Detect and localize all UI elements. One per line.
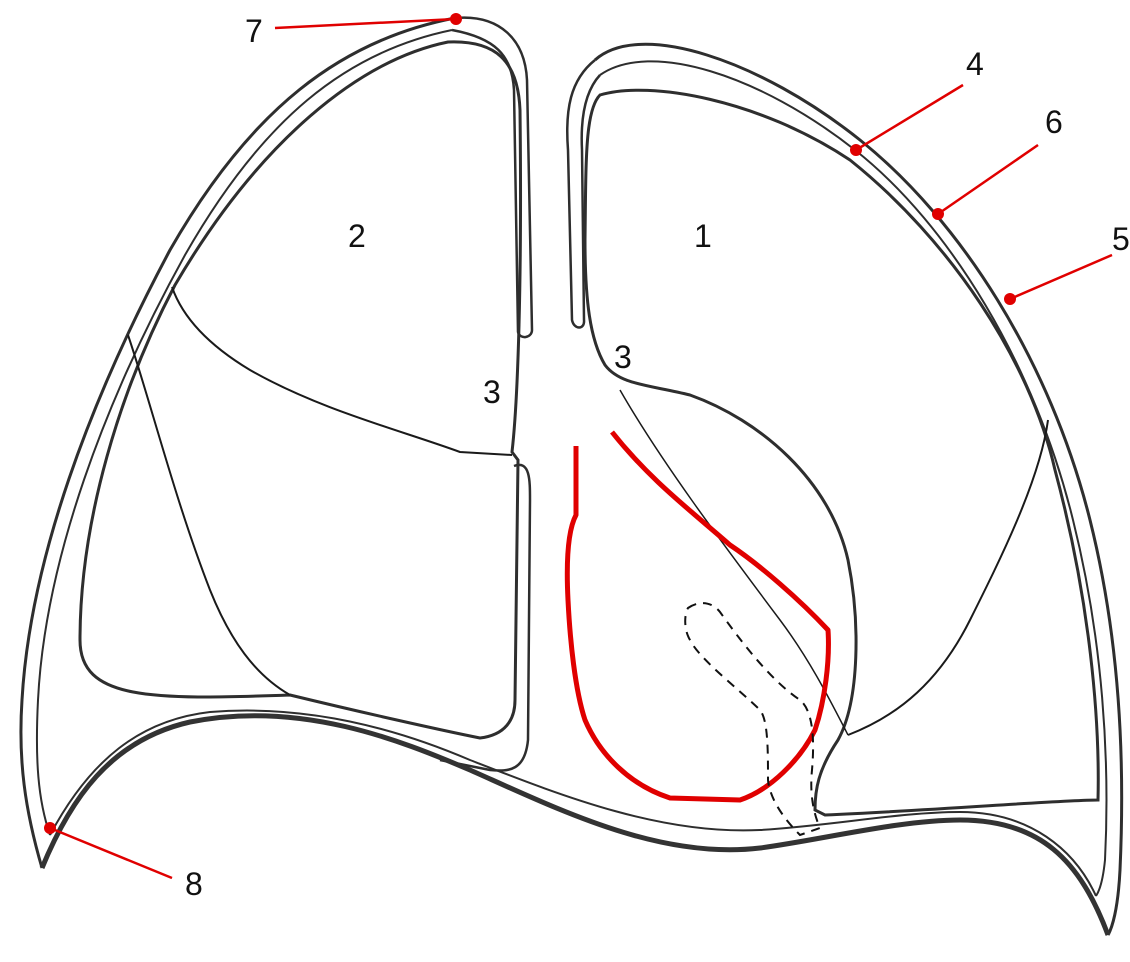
label-2: 2: [348, 218, 366, 254]
left-oblique-fissure: [128, 335, 290, 695]
label-6: 6: [1045, 104, 1063, 140]
label-3-right: 3: [614, 339, 632, 375]
pointer-line-5: [1010, 255, 1112, 299]
left-horizontal-fissure: [172, 287, 512, 455]
right-lung-outline: [585, 90, 1098, 815]
label-7: 7: [245, 13, 263, 49]
diaphragm-inner: [50, 711, 1096, 896]
right-oblique-fissure-thin: [620, 390, 848, 735]
pointer-dot-7: [450, 13, 462, 25]
pointer-dot-8: [44, 822, 56, 834]
pointer-line-8: [50, 828, 172, 878]
label-4: 4: [966, 46, 984, 82]
right-lower-fissure: [848, 420, 1048, 735]
pointer-line-6: [938, 145, 1038, 214]
label-5: 5: [1112, 221, 1130, 257]
label-3-left: 3: [483, 374, 501, 410]
diaphragm-curve: [42, 716, 1108, 935]
label-1: 1: [694, 218, 712, 254]
pointer-dot-6: [932, 208, 944, 220]
pointer-line-4: [856, 85, 963, 150]
red-heart-outline: [567, 432, 828, 800]
label-8: 8: [185, 866, 203, 902]
pointer-dot-5: [1004, 293, 1016, 305]
pointer-dot-4: [850, 144, 862, 156]
